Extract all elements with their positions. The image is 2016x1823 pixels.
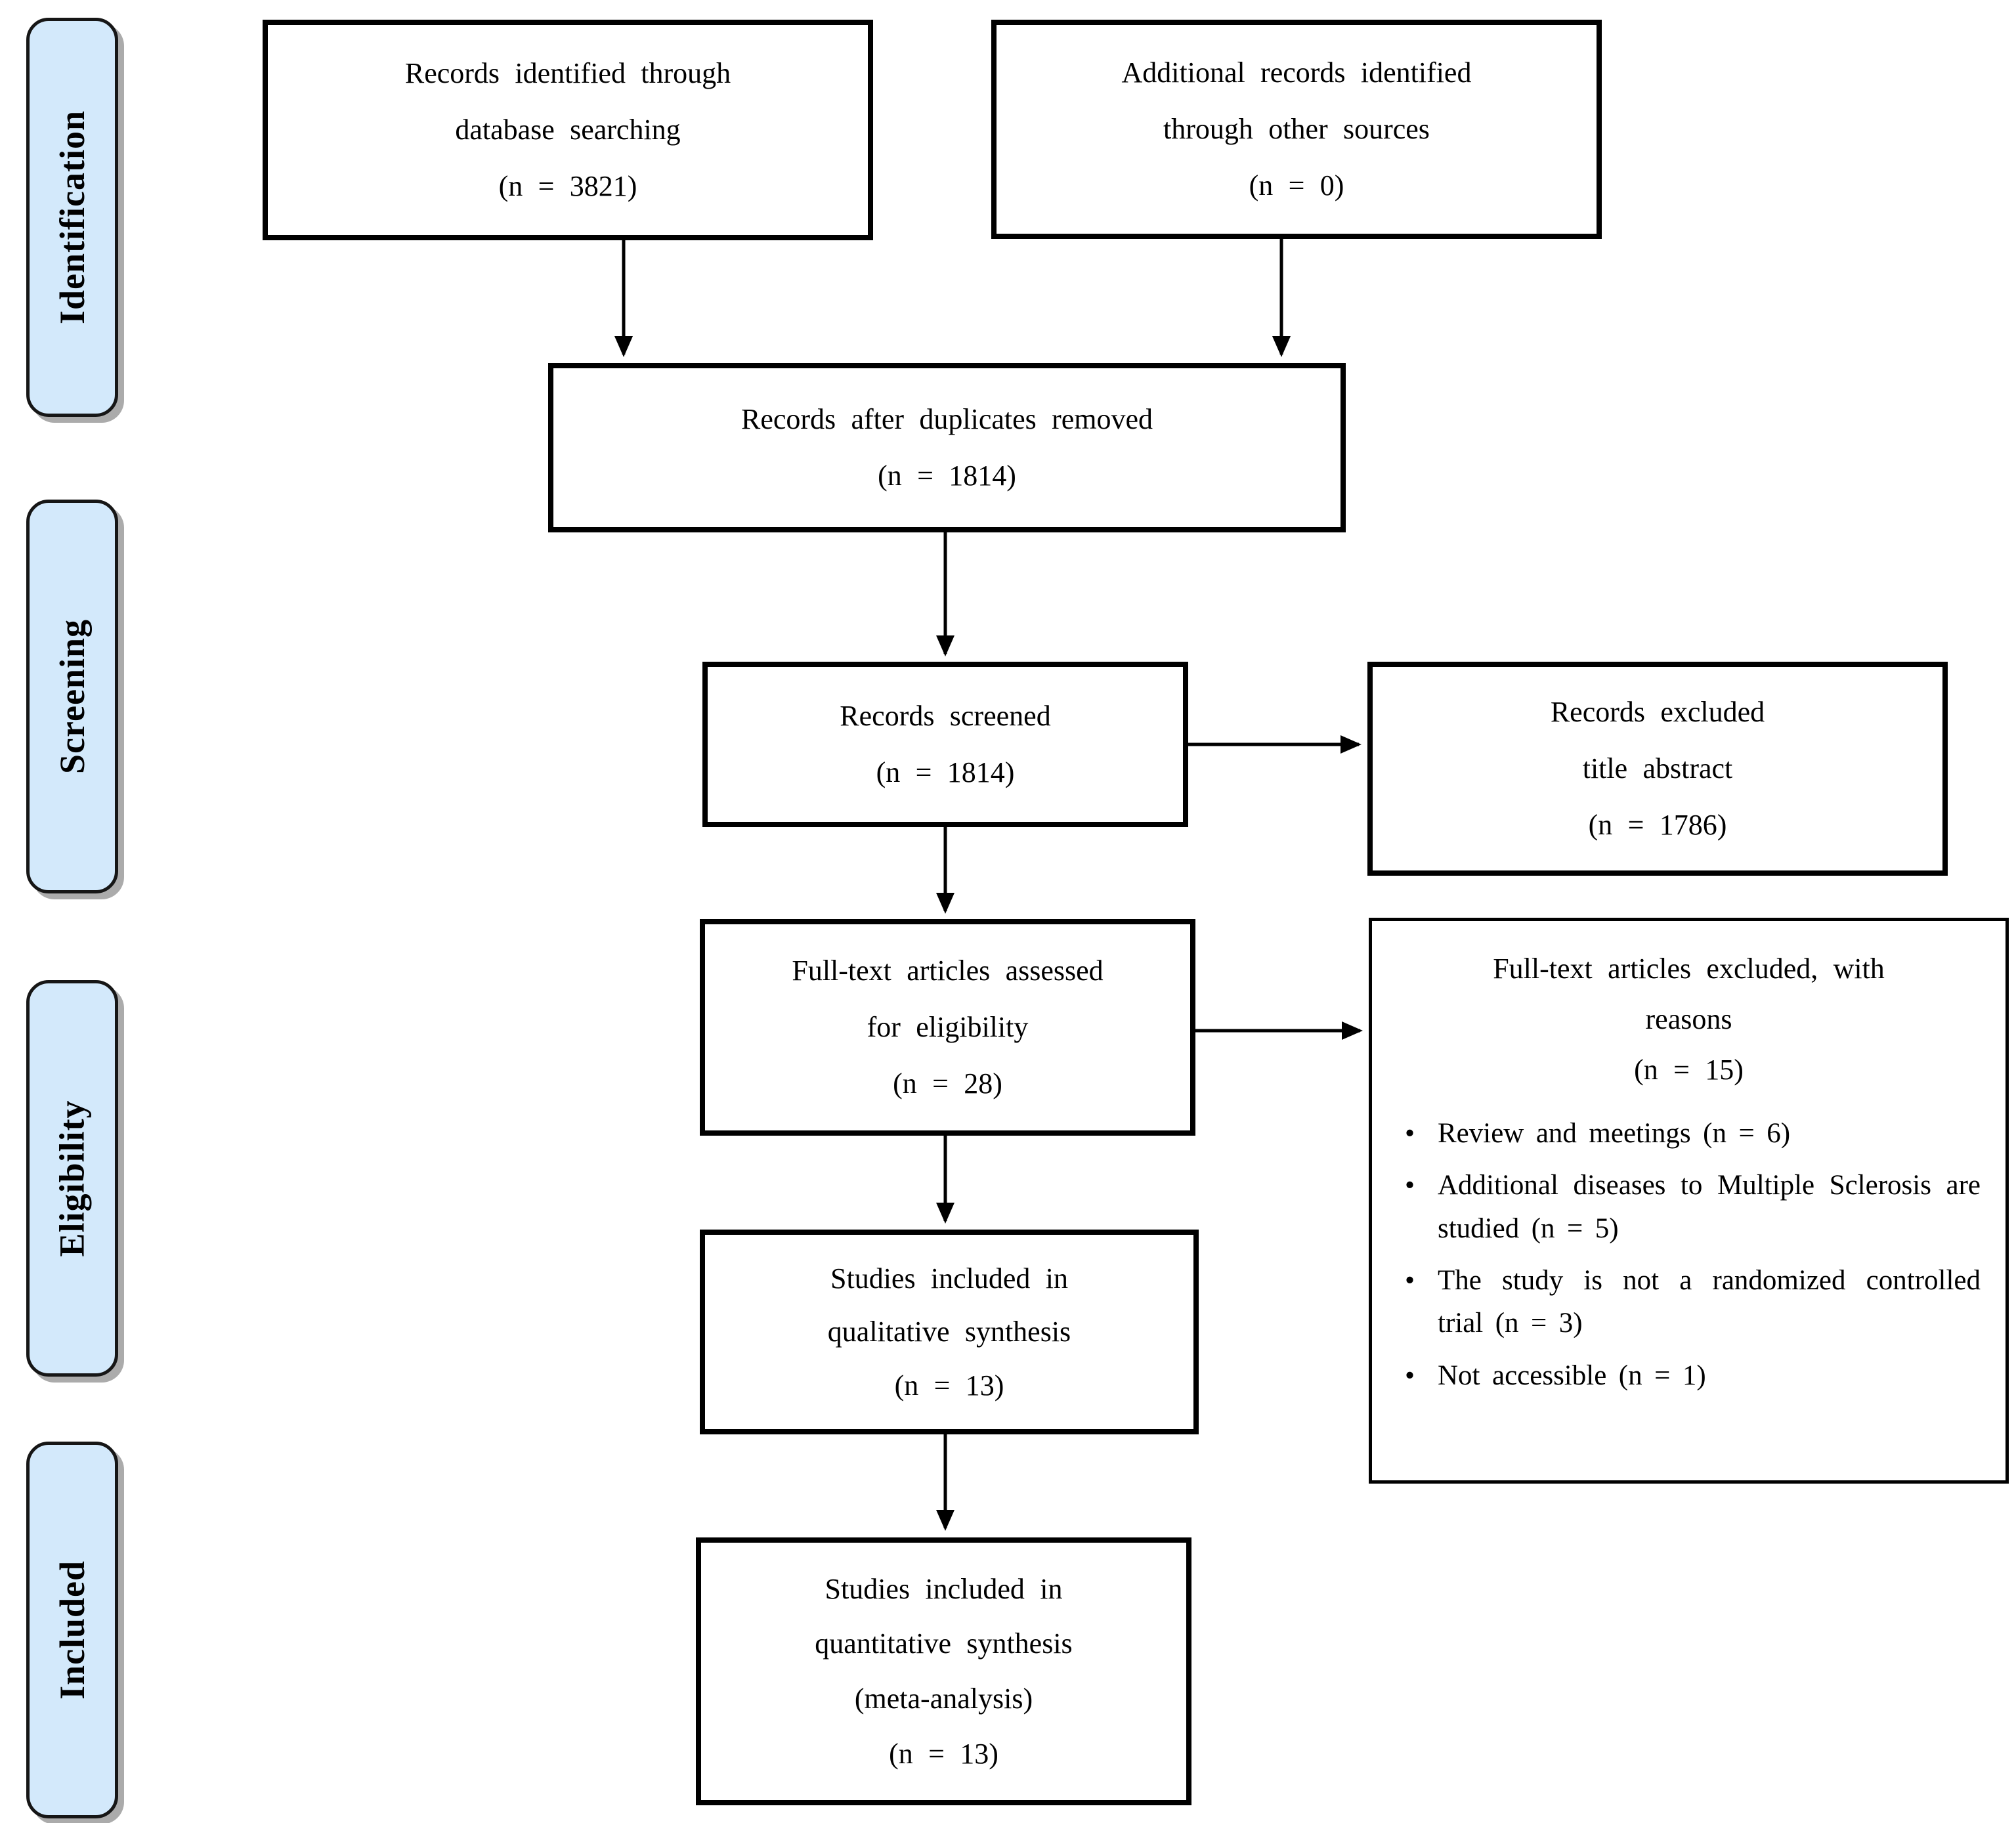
box-count-line: (n = 13) [894,1369,1004,1402]
exclusion-reason-item: • Additional diseases to Multiple Sclero… [1397,1164,1981,1250]
stage-eligibility: Eligibility [26,980,118,1377]
box-text-line: Records screened [840,700,1051,733]
stage-identification: Identification [26,18,118,417]
box-count-line: (n = 1786) [1588,808,1727,841]
box-records-identified: Records identified through database sear… [263,20,873,240]
exclusion-reason-text: The study is not a randomized controlled… [1438,1265,1981,1339]
box-count-line: (n = 0) [1249,169,1344,202]
box-records-screened: Records screened (n = 1814) [702,662,1188,827]
box-text-line: Studies included in [825,1572,1063,1605]
stage-screening: Screening [26,500,118,893]
box-text-line: reasons [1645,1003,1732,1035]
box-additional-records: Additional records identified through ot… [991,20,1602,239]
exclusion-reason-item: • Review and meetings (n = 6) [1397,1112,1981,1155]
stage-label-included: Included [53,1560,92,1700]
box-after-duplicates: Records after duplicates removed (n = 18… [548,363,1346,532]
stage-label-eligibility: Eligibility [53,1100,92,1257]
exclusion-reasons-list: • Review and meetings (n = 6) • Addition… [1397,1112,1981,1406]
box-text-line: for eligibility [867,1011,1029,1044]
reasons-title: Full-text articles excluded, with reason… [1397,943,1981,1095]
box-text-line: quantitative synthesis [815,1627,1073,1660]
box-count-line: (n = 1814) [878,460,1016,492]
exclusion-reason-text: Additional diseases to Multiple Sclerosi… [1438,1170,1981,1244]
exclusion-reason-item: • The study is not a randomized controll… [1397,1259,1981,1345]
exclusion-reason-text: Not accessible (n = 1) [1438,1360,1706,1391]
box-text-line: Studies included in [830,1262,1068,1295]
stage-label-screening: Screening [53,619,92,774]
box-text-line: qualitative synthesis [827,1316,1071,1348]
box-text-line: Records identified through [404,57,731,90]
box-text-line: Additional records identified [1121,56,1472,89]
box-text-line: through other sources [1163,113,1430,146]
bullet-marker: • [1405,1170,1415,1201]
box-count-line: (n = 15) [1634,1054,1744,1086]
box-quantitative-synthesis: Studies included in quantitative synthes… [696,1537,1191,1805]
box-text-line: database searching [455,114,681,146]
box-text-line: Full-text articles assessed [792,954,1104,987]
exclusion-reason-text: Review and meetings (n = 6) [1438,1118,1791,1149]
stage-included: Included [26,1442,118,1818]
bullet-marker: • [1405,1360,1415,1391]
box-count-line: (n = 28) [893,1067,1002,1100]
box-text-line: (meta-analysis) [854,1683,1033,1715]
exclusion-reason-item: • Not accessible (n = 1) [1397,1354,1981,1397]
stage-label-identification: Identification [53,110,93,325]
box-count-line: (n = 1814) [876,756,1015,788]
box-fulltext-excluded-reasons: Full-text articles excluded, with reason… [1369,918,2009,1484]
box-text-line: Full-text articles excluded, with [1493,953,1885,985]
box-count-line: (n = 13) [889,1737,998,1770]
bullet-marker: • [1405,1118,1415,1149]
box-qualitative-synthesis: Studies included in qualitative synthesi… [700,1230,1199,1434]
box-text-line: Records excluded [1550,696,1765,729]
box-text-line: title abstract [1582,752,1733,785]
box-records-excluded: Records excluded title abstract (n = 178… [1367,662,1948,876]
bullet-marker: • [1405,1265,1415,1297]
box-fulltext-assessed: Full-text articles assessed for eligibil… [700,919,1195,1136]
box-text-line: Records after duplicates removed [740,403,1153,436]
box-count-line: (n = 3821) [498,169,637,202]
